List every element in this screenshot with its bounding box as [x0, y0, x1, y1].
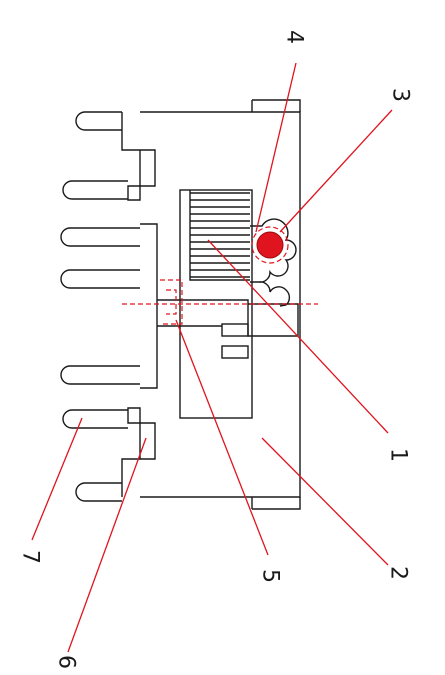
inner-shaft [157, 299, 299, 337]
seal-lobes [250, 218, 297, 307]
base-plate-steps [127, 185, 141, 424]
pin-6 [62, 409, 128, 429]
callout-2: 2 [386, 566, 411, 580]
leader-2 [261, 437, 389, 566]
pin-3 [60, 227, 140, 247]
leader-7 [31, 417, 83, 541]
callout-4: 4 [282, 30, 307, 44]
clip-highlight [160, 279, 183, 325]
red-contact-highlight-ring [251, 226, 289, 264]
top-bracket [121, 112, 156, 187]
pin-7 [75, 482, 122, 502]
callout-5: 5 [258, 569, 283, 583]
pin-5 [60, 365, 140, 385]
leader-1 [207, 239, 389, 434]
leader-5 [175, 319, 269, 556]
housing-right-wall [251, 99, 301, 510]
leader-4 [255, 62, 297, 233]
base-plate [140, 223, 158, 389]
pin-1 [75, 111, 122, 131]
spring-block-ribs [189, 190, 250, 281]
pin-2 [62, 180, 128, 200]
leader-3 [279, 109, 393, 233]
contact-slot-b [221, 345, 249, 359]
contact-slot-a [221, 323, 249, 337]
callout-6: 6 [54, 655, 79, 669]
callout-1: 1 [386, 448, 411, 462]
pin-4 [60, 269, 140, 289]
red-contact-dot [256, 231, 284, 259]
callout-7: 7 [18, 550, 43, 564]
leader-6 [67, 437, 147, 653]
callout-3: 3 [388, 88, 413, 102]
